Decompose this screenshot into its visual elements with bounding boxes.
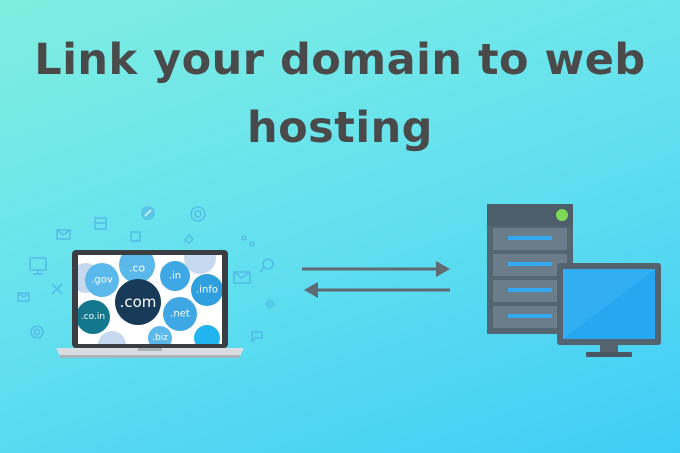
network-icon <box>241 235 255 247</box>
bubble-net <box>163 297 197 331</box>
label-info: .info <box>196 285 218 296</box>
label-com: .com <box>120 293 157 311</box>
page-title-line-1: Link your domain to web <box>34 35 646 85</box>
bubble-coin <box>78 300 110 334</box>
bubble-in <box>160 261 190 291</box>
server-slot-2 <box>508 262 552 266</box>
mail-icon <box>56 229 71 240</box>
image-icon <box>94 217 107 230</box>
compass-icon <box>141 206 155 220</box>
label-biz: .biz <box>152 333 168 343</box>
envelope-icon <box>233 271 251 284</box>
search-icon <box>259 258 274 273</box>
bubble-info <box>191 274 222 306</box>
thumbs-up-icon <box>183 233 195 244</box>
server-slot-1 <box>508 236 552 240</box>
label-co: .co <box>129 262 146 275</box>
page-title-line-2: hosting <box>247 103 433 153</box>
bubble-com <box>115 279 161 325</box>
laptop: .gov .co .in .info .com .co.in .net .biz <box>56 250 244 358</box>
settings-gear-icon <box>190 206 206 222</box>
label-in: .in <box>169 271 181 282</box>
server-slot-4 <box>508 314 552 318</box>
server-tower <box>487 204 573 334</box>
laptop-base <box>56 348 244 356</box>
label-gov: .gov <box>91 275 113 286</box>
bubble-co <box>119 255 155 283</box>
floating-icons <box>17 206 275 343</box>
monitor <box>557 263 661 357</box>
monitor-icon <box>29 257 47 275</box>
settings-icon <box>265 299 275 309</box>
shopping-bag-icon <box>130 231 141 242</box>
arrow-to-server <box>302 261 450 277</box>
domain-bubbles: .gov .co .in .info .com .co.in .net .biz <box>78 255 222 344</box>
label-coin: .co.in <box>81 312 105 322</box>
tools-icon <box>51 283 63 295</box>
server-slot-3 <box>508 288 552 292</box>
server-led <box>556 209 568 221</box>
envelope-small-icon <box>17 292 30 302</box>
bubble-biz <box>148 326 172 344</box>
bubble-gov <box>85 263 119 297</box>
target-icon <box>30 325 44 339</box>
chat-icon <box>251 331 263 343</box>
label-net: .net <box>170 309 190 320</box>
arrow-to-laptop <box>304 282 450 298</box>
